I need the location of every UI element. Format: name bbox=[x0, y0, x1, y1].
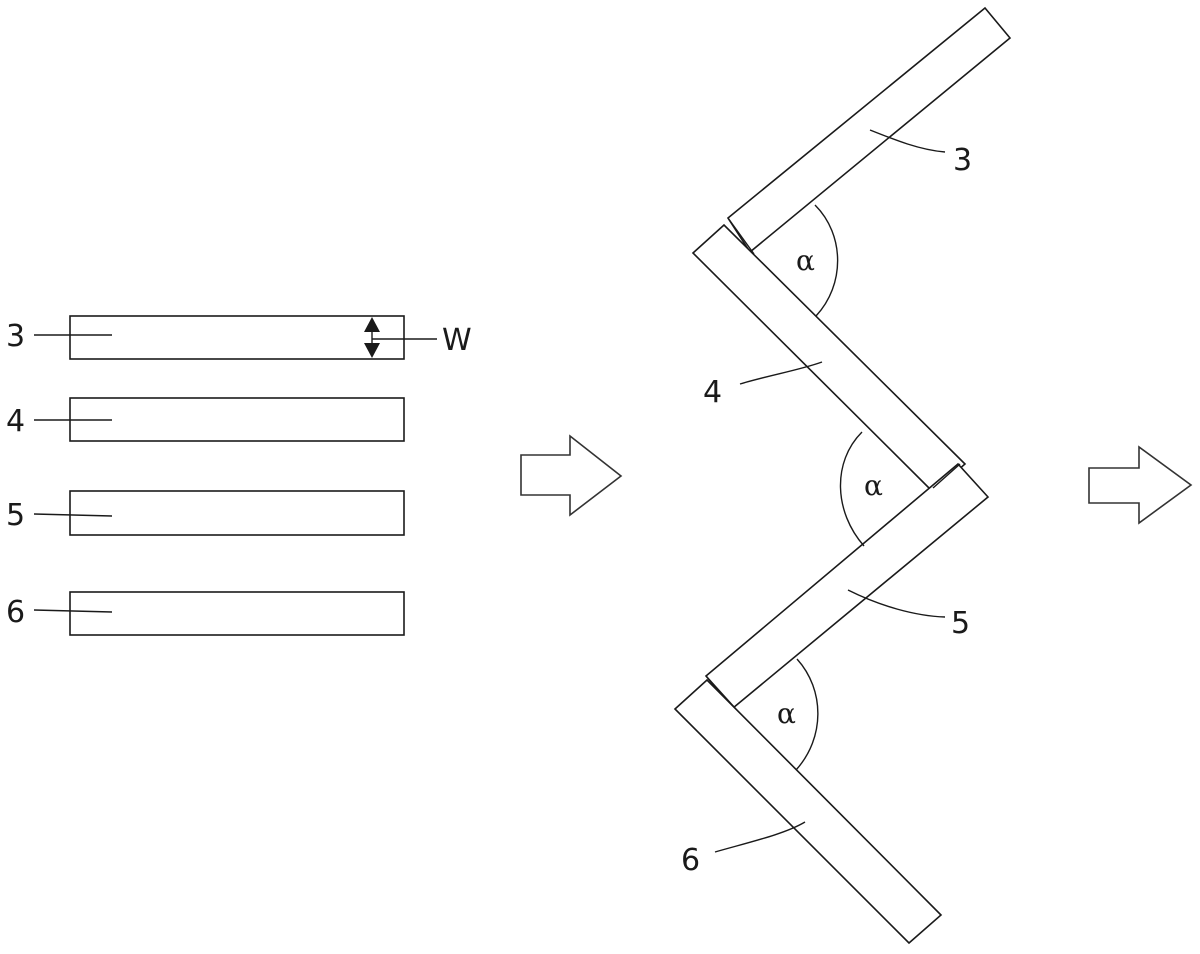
segment-6 bbox=[673, 678, 943, 945]
segment-3 bbox=[726, 6, 1012, 254]
segment-label-5: 5 bbox=[951, 606, 970, 641]
angle-arc-3 bbox=[795, 658, 819, 771]
angle-arc-2 bbox=[839, 431, 865, 547]
leader-line-5 bbox=[33, 513, 113, 517]
segment-leader-4 bbox=[739, 361, 823, 385]
left-panel: 3 4 5 6 W bbox=[6, 315, 472, 636]
segment-5 bbox=[704, 462, 990, 710]
segment-label-6: 6 bbox=[681, 843, 700, 878]
strip-label-5: 5 bbox=[6, 498, 25, 533]
segment-label-4: 4 bbox=[703, 375, 722, 410]
strip-label-3: 3 bbox=[6, 319, 25, 354]
width-label: W bbox=[442, 323, 472, 358]
width-dimension bbox=[364, 317, 437, 358]
right-panel: α α α 3 4 5 6 bbox=[673, 6, 1012, 945]
segment-leader-6 bbox=[714, 821, 806, 853]
angle-label-1: α bbox=[796, 244, 815, 277]
leader-line-6 bbox=[33, 609, 113, 613]
strip-4 bbox=[69, 397, 405, 442]
segment-leader-5 bbox=[847, 589, 946, 618]
segment-label-3: 3 bbox=[953, 143, 972, 178]
dimension-arrowhead-up bbox=[364, 317, 380, 332]
strip-5 bbox=[69, 490, 405, 536]
strip-label-6: 6 bbox=[6, 595, 25, 630]
angle-arc-1 bbox=[814, 204, 839, 317]
strip-3 bbox=[69, 315, 405, 360]
strip-label-4: 4 bbox=[6, 404, 25, 439]
angle-label-2: α bbox=[864, 469, 883, 502]
segment-4 bbox=[691, 223, 967, 494]
strip-6 bbox=[69, 591, 405, 636]
segment-leader-3 bbox=[869, 129, 946, 153]
angle-label-3: α bbox=[777, 697, 796, 730]
transition-arrow-1 bbox=[520, 434, 623, 517]
dimension-arrowhead-down bbox=[364, 343, 380, 358]
transition-arrow-2 bbox=[1088, 445, 1193, 525]
